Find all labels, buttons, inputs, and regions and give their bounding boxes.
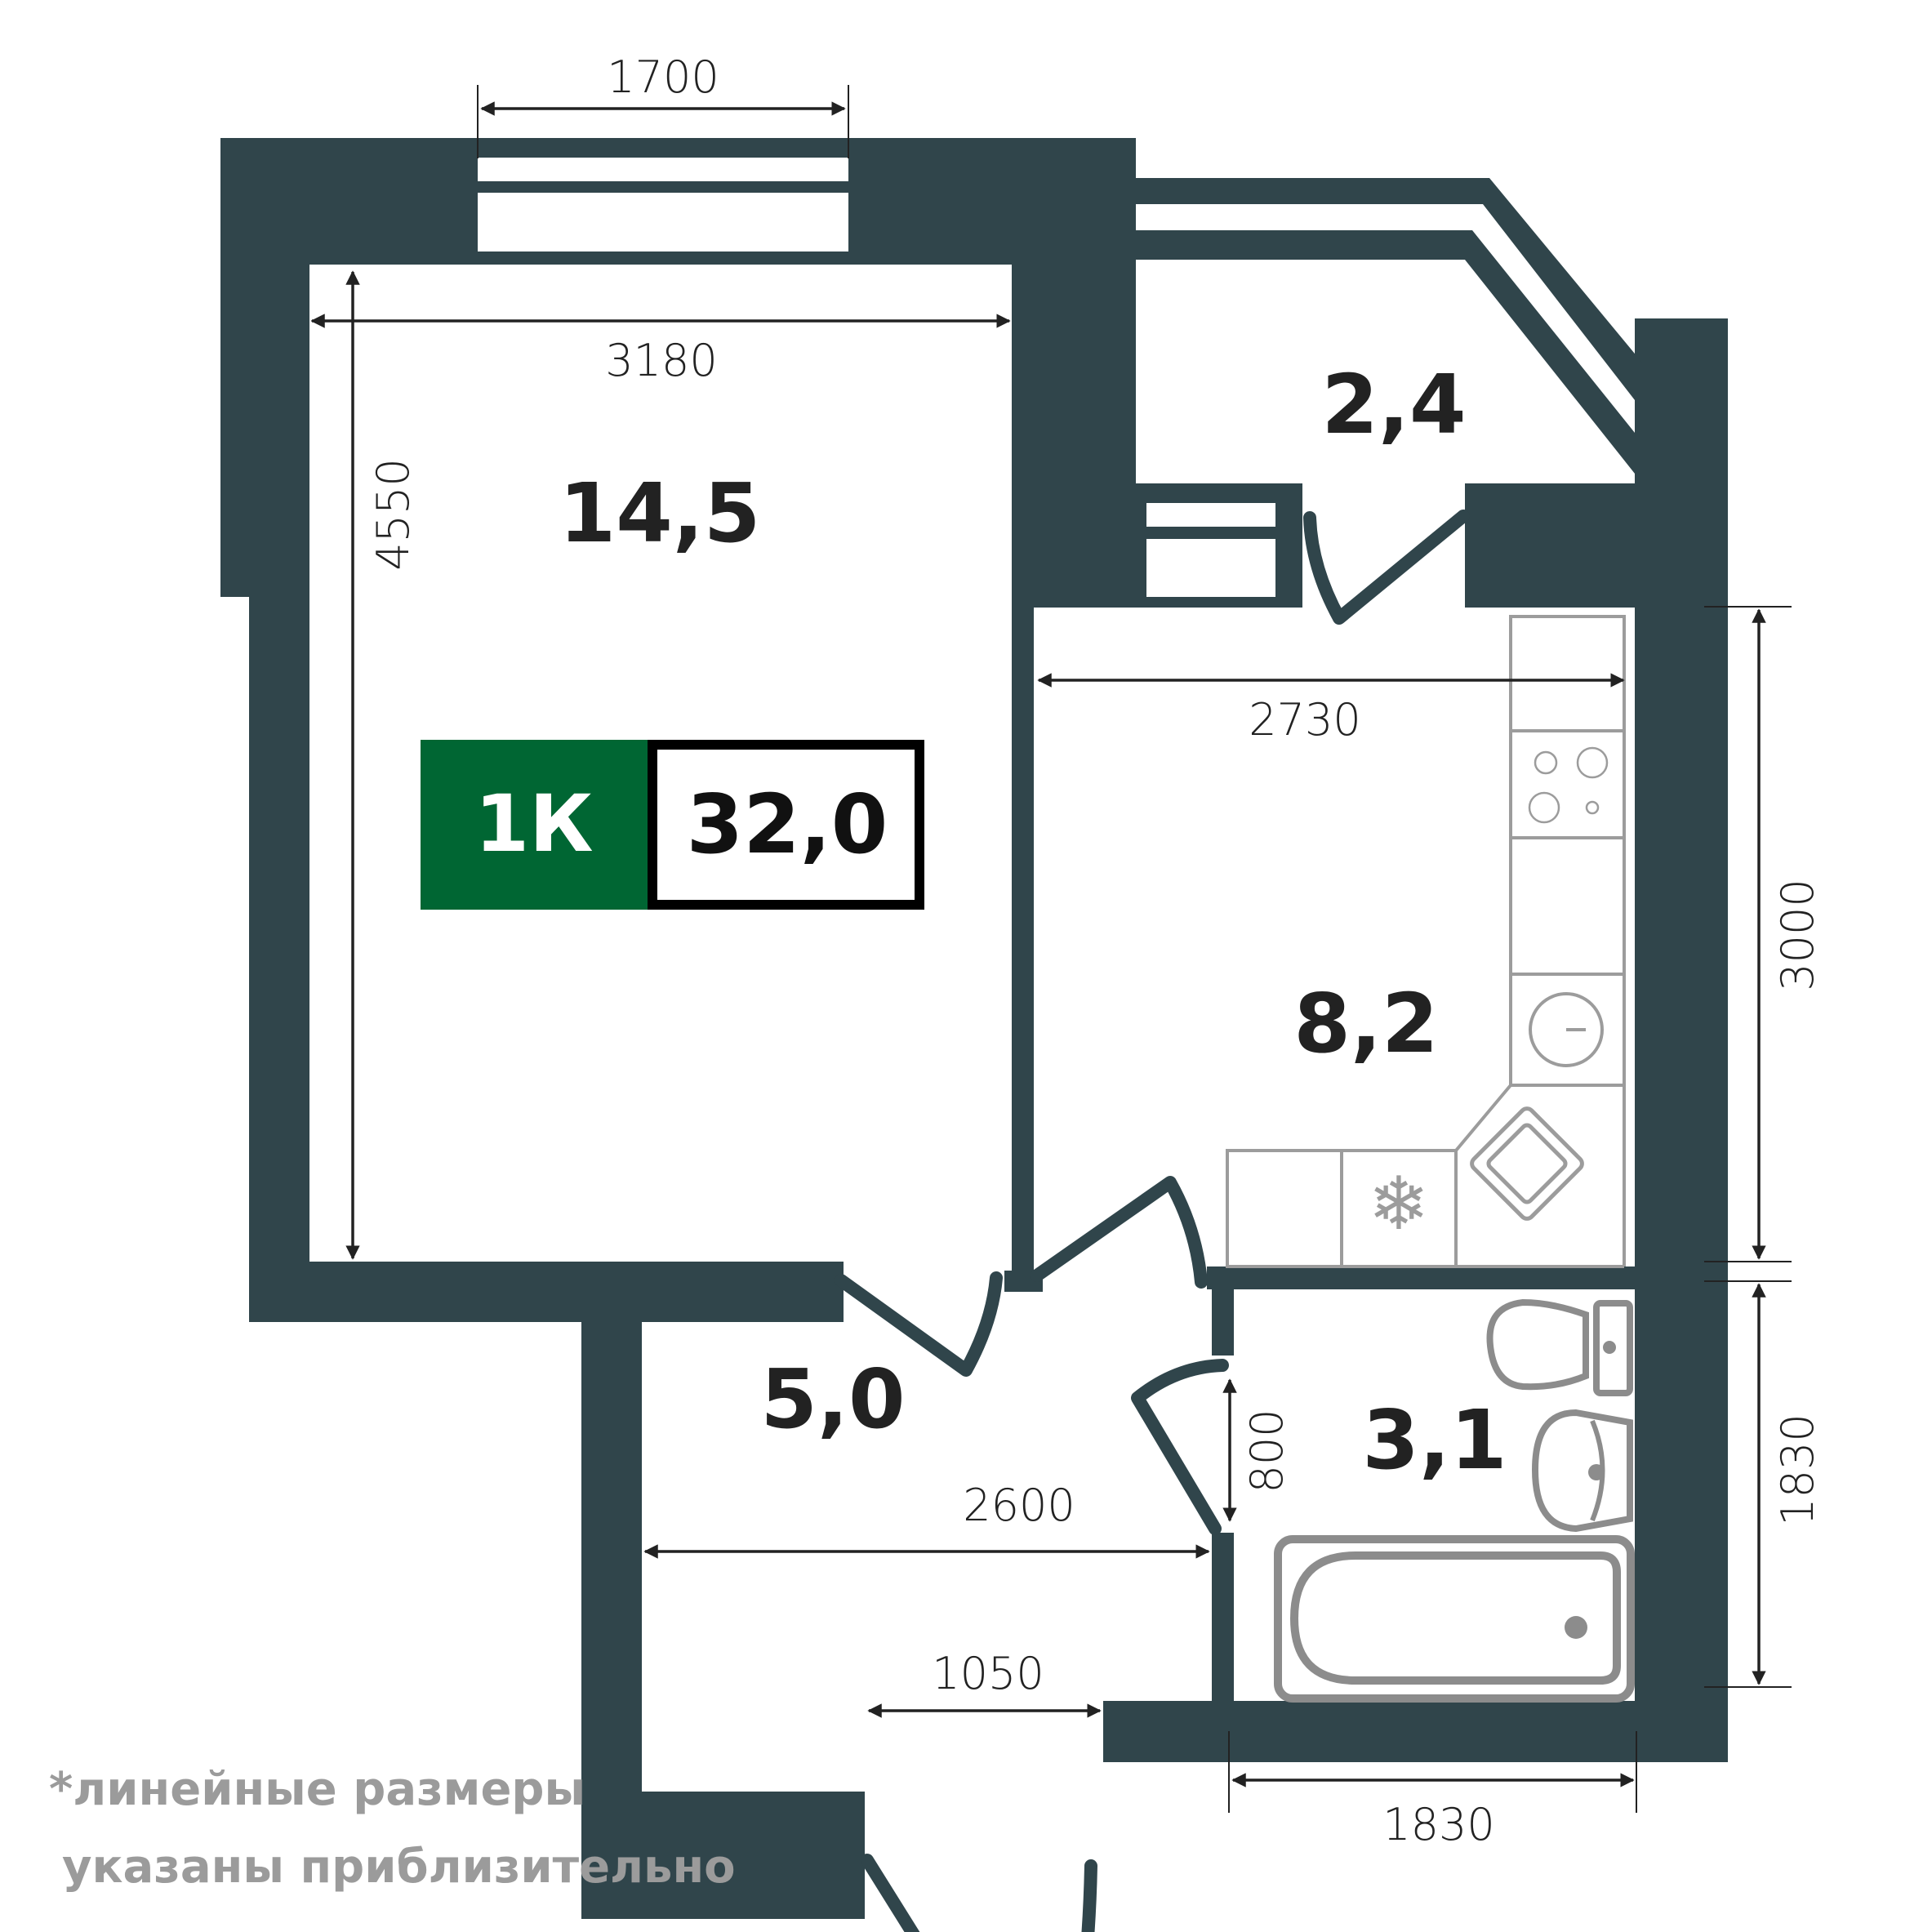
area-loggia: 2,4 [1321,357,1466,452]
doors [835,510,1470,1932]
kitchen-fixtures: ❄ [1226,615,1626,1268]
dim-hall-width: 2600 [963,1480,1075,1531]
vent-shaft-opening [1146,539,1275,597]
washing-machine-icon [1509,973,1626,1087]
badge-area-box [648,740,924,910]
badge-type-bg [421,740,648,910]
bathroom-fixtures [1274,1298,1635,1703]
toilet-icon [1486,1298,1633,1396]
loggia-door [1303,510,1470,625]
footnote-line-1: *линейные размеры [49,1763,585,1816]
stove-icon [1509,729,1626,839]
dim-window: 1700 [607,51,719,103]
dim-bath-length: 1830 [1772,1413,1823,1525]
area-living-room: 14,5 [559,465,761,561]
svg-text:❄: ❄ [1368,1161,1429,1247]
dim-living-length: 4550 [367,458,419,570]
badge-total-area: 32,0 [687,777,888,872]
sink-icon [1454,1106,1624,1268]
bathroom-door [1131,1359,1229,1535]
dim-bath-door: 800 [1241,1409,1293,1493]
entrance-door [861,1854,1097,1932]
kitchen-door [1031,1176,1208,1289]
dim-entrance-door: 1050 [932,1648,1044,1699]
dim-living-width: 3180 [605,335,717,386]
living-room-door [835,1271,1003,1377]
dimension-lines [310,85,1792,1813]
dim-kitchen-length: 3000 [1772,879,1823,990]
dim-kitchen-width: 2730 [1249,694,1360,746]
area-hall: 5,0 [760,1351,905,1447]
apartment-badge: 1К 32,0 [421,740,924,910]
area-kitchen: 8,2 [1293,976,1438,1071]
footnote-line-2: указаны приблизительно [62,1841,736,1894]
snowflake-icon: ❄ [1340,1149,1458,1268]
badge-type-label: 1К [474,778,593,870]
dim-bath-width: 1830 [1382,1799,1494,1850]
bathtub-icon [1274,1535,1635,1703]
area-bathroom: 3,1 [1362,1392,1507,1488]
washbasin-icon [1531,1409,1633,1533]
vent-shaft-opening [1146,503,1275,527]
